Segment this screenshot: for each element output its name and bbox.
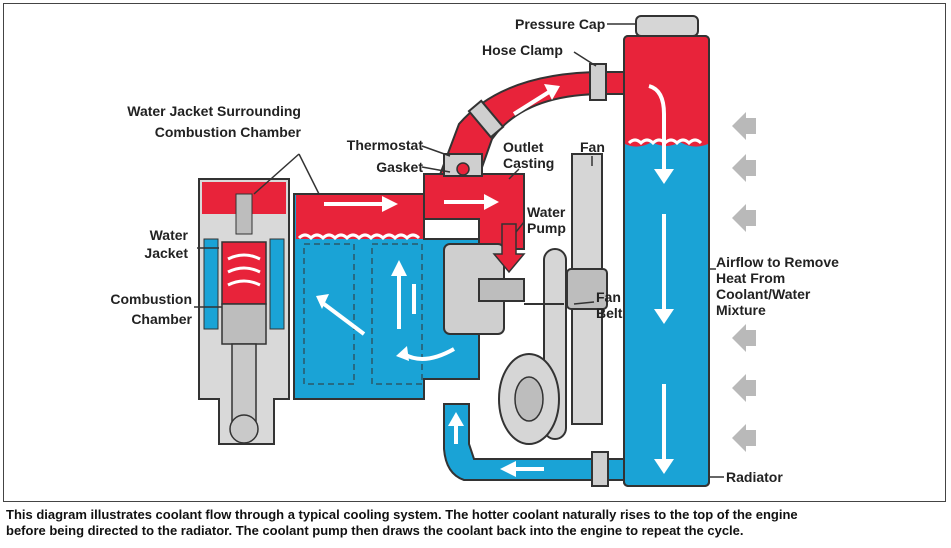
- label-thermostat: Thermostat: [347, 137, 424, 153]
- label-fan: Fan: [580, 139, 605, 155]
- label-water-jacket-line2: Jacket: [144, 245, 188, 261]
- caption-line-2: before being directed to the radiator. T…: [6, 523, 744, 538]
- label-airflow-line3: Coolant/Water: [716, 286, 811, 302]
- label-fan-belt-line2: Belt: [596, 305, 623, 321]
- lower-hose: [443, 403, 625, 487]
- water-pump: [443, 223, 526, 335]
- pressure-cap: [635, 15, 699, 37]
- radiator-arrowheads: [654, 169, 674, 474]
- label-water-pump-line1: Water: [527, 204, 566, 220]
- label-airflow-line4: Mixture: [716, 302, 766, 318]
- label-airflow-line2: Heat From: [716, 270, 785, 286]
- label-fan-belt-line1: Fan: [596, 289, 621, 305]
- figure-caption: This diagram illustrates coolant flow th…: [6, 507, 946, 539]
- hose-clamp-lower: [467, 99, 505, 139]
- label-outlet-casting-line1: Outlet: [503, 139, 544, 155]
- label-water-jacket-surrounding-line2: Combustion Chamber: [155, 124, 302, 140]
- fan-belt: [498, 248, 567, 445]
- label-pressure-cap: Pressure Cap: [515, 16, 605, 32]
- label-radiator: Radiator: [726, 469, 783, 485]
- leader-lines: [194, 23, 724, 478]
- radiator: [623, 35, 710, 487]
- label-combustion-chamber-line2: Chamber: [131, 311, 192, 327]
- fan: [566, 153, 608, 425]
- label-combustion-chamber-line1: Combustion: [110, 291, 192, 307]
- thermostat: [443, 153, 483, 177]
- label-water-pump-line2: Pump: [527, 220, 566, 236]
- label-airflow-line1: Airflow to Remove: [716, 254, 839, 270]
- label-water-jacket-line1: Water: [150, 227, 189, 243]
- diagram-frame: Pressure Cap Hose Clamp Water Jacket Sur…: [3, 3, 946, 502]
- label-outlet-casting-line2: Casting: [503, 155, 554, 171]
- label-gasket: Gasket: [376, 159, 423, 175]
- label-water-jacket-surrounding-line1: Water Jacket Surrounding: [127, 103, 301, 119]
- label-hose-clamp: Hose Clamp: [482, 42, 563, 58]
- radiator-flow-arrows: [648, 84, 666, 459]
- hose-clamp-upper: [589, 63, 607, 101]
- cylinder-section: [198, 178, 290, 445]
- caption-line-1: This diagram illustrates coolant flow th…: [6, 507, 798, 522]
- cooling-system-diagram: Pressure Cap Hose Clamp Water Jacket Sur…: [110, 15, 839, 487]
- airflow-arrows: [732, 112, 756, 452]
- engine-block: [293, 193, 480, 400]
